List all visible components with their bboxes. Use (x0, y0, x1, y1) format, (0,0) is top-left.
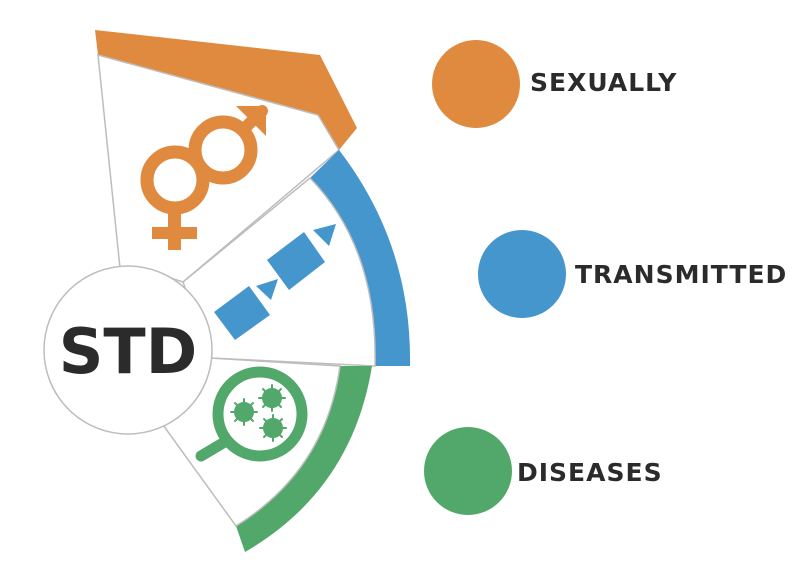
diseases-arc (236, 366, 372, 552)
transmission-arrows-icon (214, 224, 336, 340)
transmitted-label: TRANSMITTED (575, 260, 788, 289)
diseases-legend-dot (424, 427, 512, 515)
std-center-circle (43, 265, 213, 435)
diseases-label: DISEASES (517, 458, 663, 487)
std-center-label: STD (59, 315, 197, 388)
sexually-arc (95, 30, 357, 150)
sexually-legend-dot (432, 40, 520, 128)
virus-magnifier-icon (195, 366, 308, 462)
transmitted-legend-dot (478, 230, 566, 318)
sexually-label: SEXUALLY (530, 68, 678, 97)
gender-symbols-icon (140, 105, 268, 250)
